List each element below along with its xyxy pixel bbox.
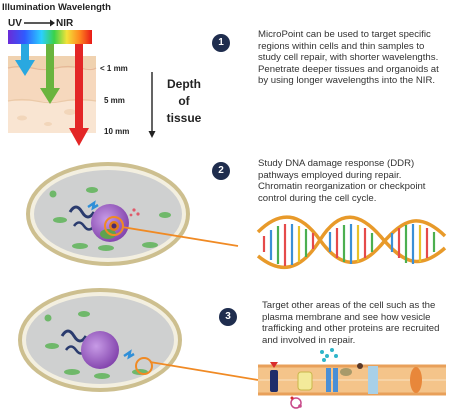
depth-level-1: < 1 mm <box>100 64 128 73</box>
chart-title: Illumination Wavelength <box>2 2 111 13</box>
depth-title-line-2: of <box>178 94 190 108</box>
step-text-2: Study DNA damage response (DDR) pathways… <box>258 158 426 204</box>
depth-title-line-3: tissue <box>166 111 202 125</box>
zoom-line-1 <box>121 226 239 247</box>
step-badge-2: 2 <box>212 162 230 180</box>
step-text-1: MicroPoint can be used to target specifi… <box>258 29 439 87</box>
depth-level-2: 5 mm <box>104 96 125 105</box>
zoom-target-2 <box>135 357 153 375</box>
dna-helix-illustration <box>256 215 447 270</box>
step-badge-1: 1 <box>212 34 230 52</box>
nir-label: NIR <box>56 18 74 29</box>
step-badge-3: 3 <box>219 308 237 326</box>
cell-illustration-2 <box>18 288 182 392</box>
zoom-line-2 <box>149 361 259 381</box>
zoom-target-1 <box>104 216 124 236</box>
spectrum-bar <box>8 30 92 44</box>
cell-illustration-1 <box>26 162 190 266</box>
blue-penetration-arrow <box>15 44 35 76</box>
uv-label: UV <box>8 18 22 29</box>
depth-title-line-1: Depth <box>167 77 201 91</box>
green-penetration-arrow <box>40 44 60 104</box>
step-text-3: Target other areas of the cell such as t… <box>262 300 440 346</box>
depth-level-3: 10 mm <box>104 127 130 136</box>
depth-of-tissue-label: Depth of tissue <box>162 76 206 127</box>
red-penetration-arrow <box>69 44 89 146</box>
plasma-membrane-illustration <box>258 348 446 409</box>
